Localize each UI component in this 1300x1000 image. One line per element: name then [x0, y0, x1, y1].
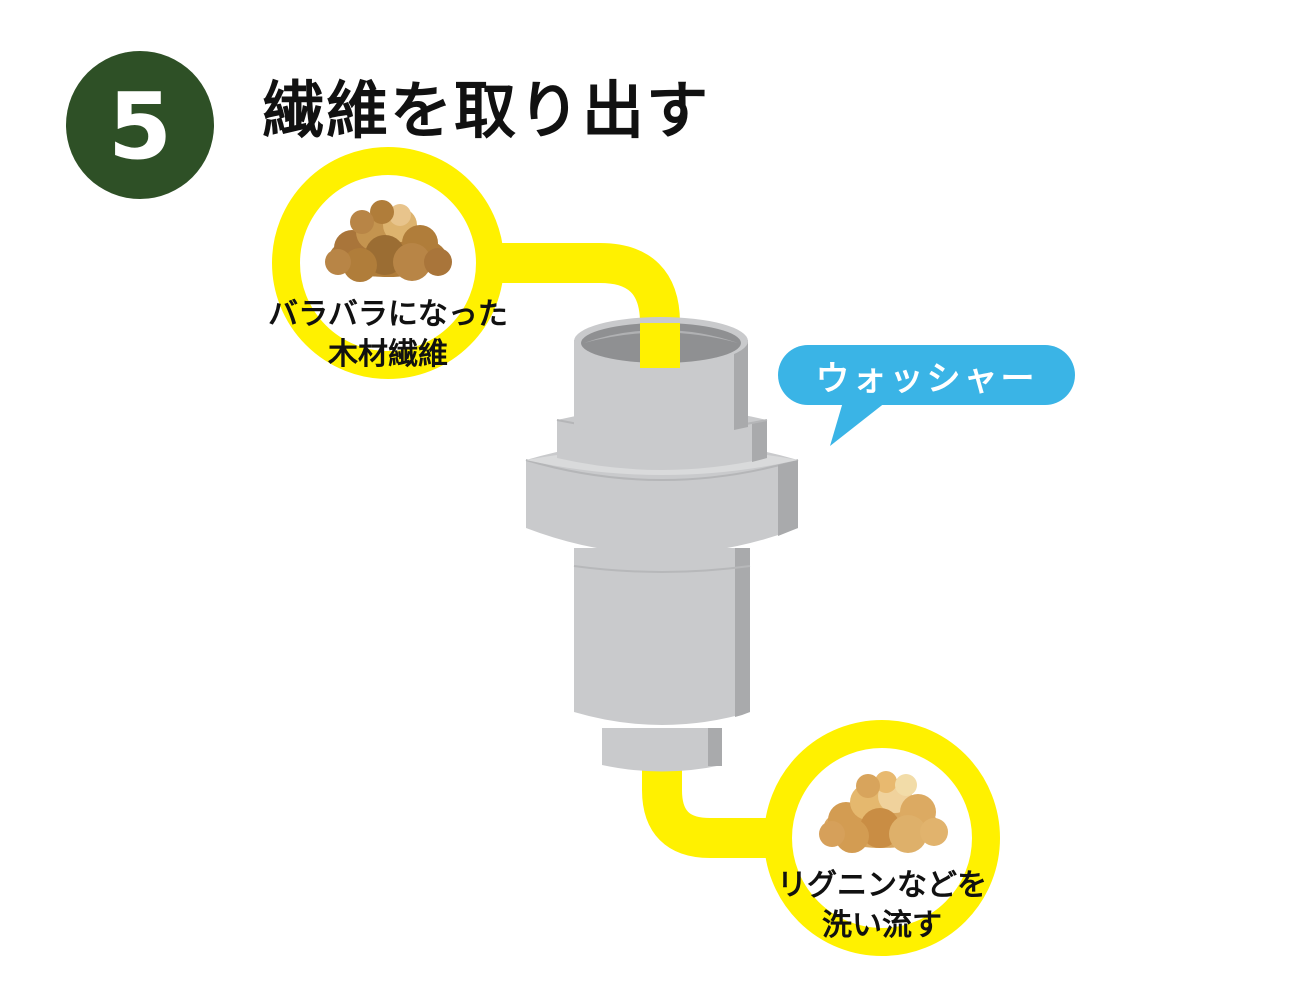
machine-speech-bubble	[778, 345, 1075, 446]
output-pipe	[642, 765, 780, 858]
washer-machine	[525, 317, 799, 772]
output-label: リグニンなどを 洗い流す	[752, 866, 1012, 946]
output-label-line2: 洗い流す	[822, 908, 942, 943]
output-label-line1: リグニンなどを	[777, 868, 987, 903]
input-label-line1: バラバラになった	[268, 297, 508, 332]
step-badge: 5	[66, 51, 214, 199]
input-label-line2: 木材繊維	[328, 337, 448, 372]
page-title: 繊維を取り出す	[262, 74, 711, 147]
input-label: バラバラになった 木材繊維	[250, 295, 526, 375]
machine-label: ウォッシャー	[815, 358, 1038, 399]
step-number: 5	[107, 73, 172, 180]
input-pipe-inlet	[640, 323, 680, 368]
washed-fiber-pile-icon	[819, 771, 948, 853]
wood-fiber-pile-icon	[325, 200, 452, 282]
